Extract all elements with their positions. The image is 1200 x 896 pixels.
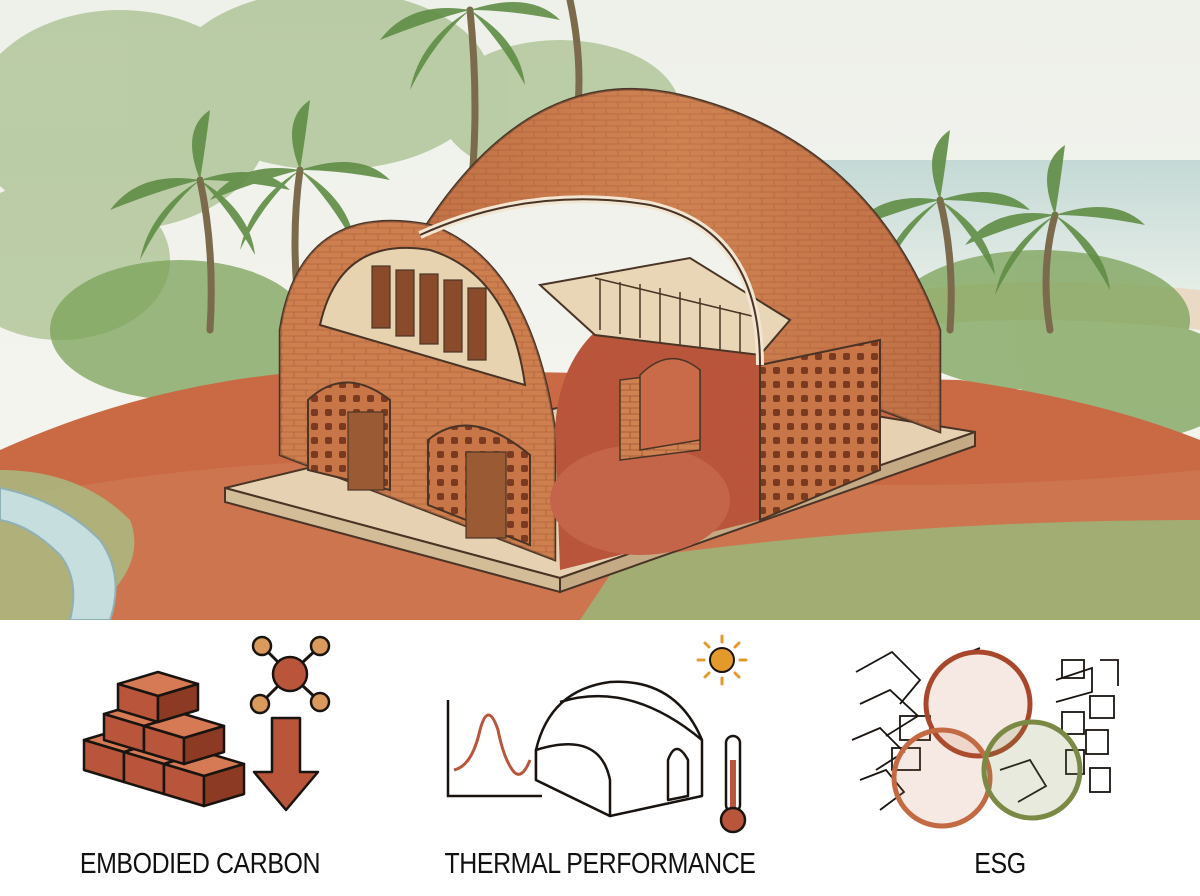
thermal-performance-label: THERMAL PERFORMANCE [444, 848, 756, 880]
bricks-molecule-down-arrow-icon [82, 635, 331, 812]
down-arrow-icon [252, 716, 320, 812]
esg-panel: ESG [800, 620, 1200, 896]
vault-outline-icon [534, 680, 704, 818]
brick-stack-icon [82, 670, 246, 808]
sun-icon [696, 634, 748, 686]
embodied-carbon-panel: EMBODIED CARBON [0, 620, 400, 896]
temperature-graph-icon [446, 700, 542, 798]
embodied-carbon-label: EMBODIED CARBON [79, 848, 321, 880]
thermal-performance-panel: THERMAL PERFORMANCE [400, 620, 800, 896]
thermometer-icon [719, 734, 747, 834]
vault-sun-thermometer-icon [446, 634, 748, 834]
esg-label: ESG [974, 848, 1026, 880]
brick-vault-building-illustration [0, 0, 1200, 620]
molecule-icon [249, 635, 331, 715]
esg-circles-icon [891, 649, 1083, 829]
overlapping-circles-map-icon [851, 647, 1119, 829]
